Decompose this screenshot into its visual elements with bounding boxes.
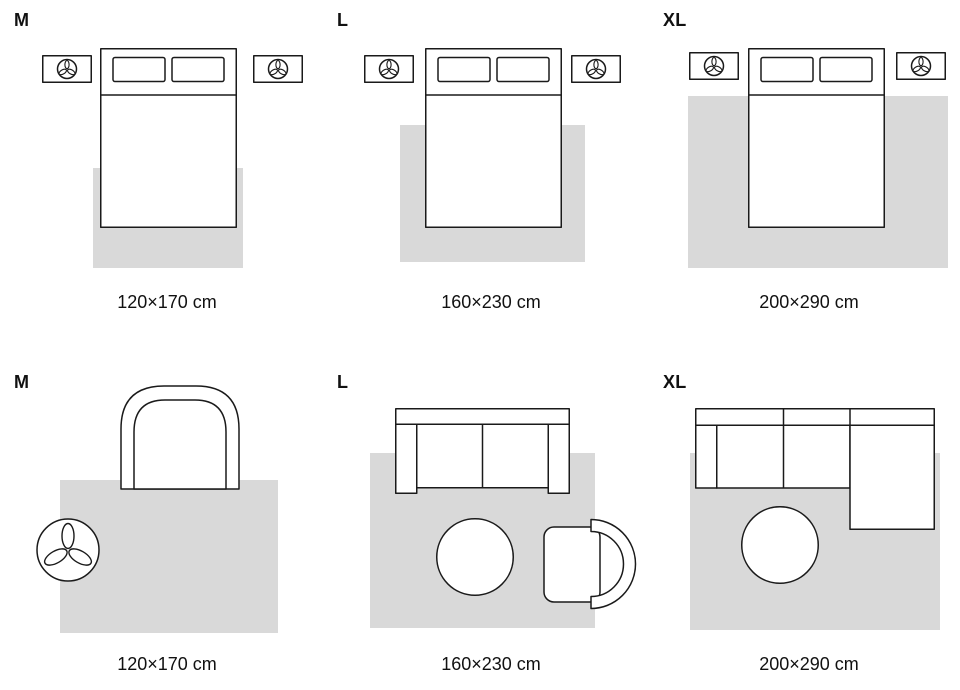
bed-icon: [425, 48, 562, 228]
nightstand-plant-icon: [43, 56, 92, 83]
side-armchair-icon: [543, 518, 637, 610]
living-xl-size-label: XL: [663, 372, 687, 392]
coffee-table-icon: [436, 518, 514, 596]
bedroom-l-illustration: [337, 48, 645, 262]
living-xl-size-caption: 200×290 cm: [759, 654, 859, 674]
bedroom-m-illustration: [14, 48, 320, 268]
bed-icon: [100, 48, 237, 228]
potted-plant-icon: [37, 519, 99, 581]
nightstand-plant-icon: [690, 53, 739, 80]
nightstand-plant-icon: [365, 56, 414, 83]
living-l-size-label: L: [337, 372, 349, 392]
bedroom-xl-illustration: [688, 48, 948, 268]
bed-icon: [748, 48, 885, 228]
bedroom-m-size-label: M: [14, 10, 30, 30]
living-l-illustration: [370, 408, 637, 628]
sofa-icon: [395, 408, 570, 494]
bedroom-xl-size-label: XL: [663, 10, 687, 30]
bedroom-l-size-caption: 160×230 cm: [441, 292, 541, 312]
living-l-size-caption: 160×230 cm: [441, 654, 541, 674]
coffee-table-icon: [741, 506, 819, 584]
bedroom-xl-size-caption: 200×290 cm: [759, 292, 859, 312]
armchair-icon: [120, 385, 240, 490]
bedroom-m-size-caption: 120×170 cm: [117, 292, 217, 312]
living-xl-illustration: [690, 408, 940, 630]
bedroom-l-size-label: L: [337, 10, 349, 30]
living-m-size-label: M: [14, 372, 30, 392]
living-m-illustration: [14, 385, 278, 633]
living-m-size-caption: 120×170 cm: [117, 654, 217, 674]
nightstand-plant-icon: [254, 56, 303, 83]
nightstand-plant-icon: [897, 53, 946, 80]
nightstand-plant-icon: [572, 56, 621, 83]
